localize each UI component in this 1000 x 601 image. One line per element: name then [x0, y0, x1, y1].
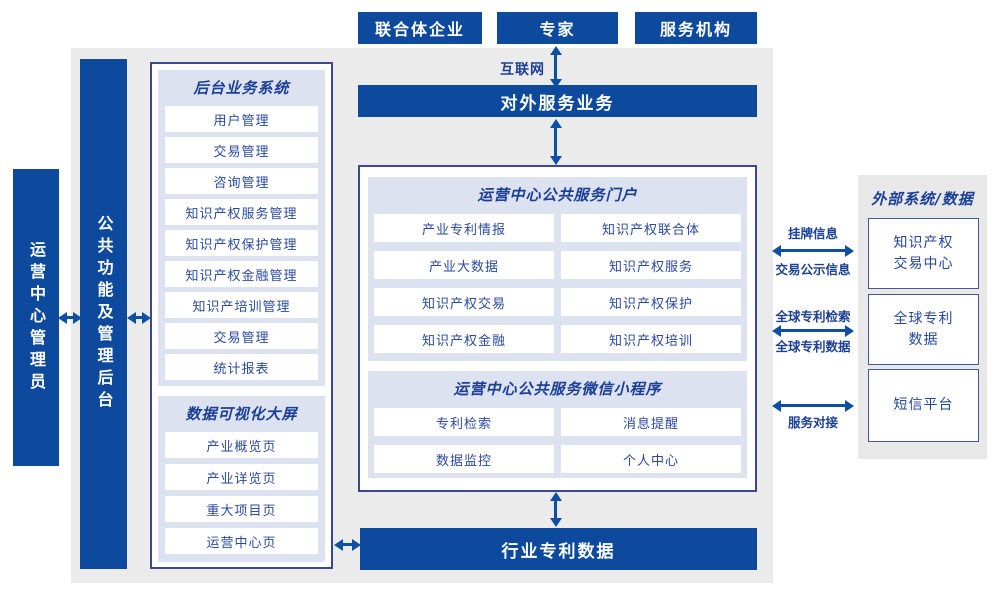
industry-patent-bar: 行业专利数据: [360, 528, 757, 570]
link-label-global-patent-search: 全球专利检索: [775, 309, 851, 324]
operator-label: 运营中心管理员: [27, 240, 46, 395]
portal-item: 知识产权保护: [561, 288, 741, 316]
backend-item: 知识产权服务管理: [165, 199, 318, 225]
dashboard-item: 运营中心页: [165, 528, 318, 554]
miniprogram-panel-title: 运营中心公共服务微信小程序: [453, 380, 662, 398]
dashboard-item: 产业详览页: [165, 464, 318, 490]
external-system-global-patent: 全球专利 数据: [868, 294, 979, 365]
double-arrow-service-portal-icon: [554, 128, 557, 156]
actor-box-agency: 服务机构: [635, 12, 757, 44]
dashboard-panel: 数据可视化大屏 产业概览页 产业详览页 重大项目页 运营中心页: [158, 396, 325, 562]
miniprogram-item: 数据监控: [374, 445, 554, 473]
double-arrow-listing-icon: [781, 249, 845, 252]
backend-item: 统计报表: [165, 354, 318, 380]
portal-panel: 运营中心公共服务门户 产业专利情报 知识产权联合体 产业大数据 知识产权服务 知…: [368, 177, 747, 361]
link-label-listing-info: 挂牌信息: [787, 226, 838, 241]
miniprogram-item: 个人中心: [561, 445, 741, 473]
dashboard-panel-title: 数据可视化大屏: [185, 405, 298, 423]
admin-backend-label: 公共功能及管理后台: [94, 215, 114, 413]
link-label-trade-publicity: 交易公示信息: [775, 262, 851, 277]
backend-item: 知识产权金融管理: [165, 261, 318, 287]
portal-item: 产业大数据: [374, 251, 554, 279]
backend-item: 知识产权保护管理: [165, 230, 318, 256]
actor-label: 服务机构: [659, 20, 732, 39]
portal-item: 知识产权联合体: [561, 214, 741, 242]
link-label-service-connect: 服务对接: [787, 415, 838, 430]
backend-item: 知识产培训管理: [165, 292, 318, 318]
backend-item: 交易管理: [165, 137, 318, 163]
portal-item: 知识产权交易: [374, 288, 554, 316]
portal-item-grid: 产业专利情报 知识产权联合体 产业大数据 知识产权服务 知识产权交易 知识产权保…: [374, 214, 741, 353]
industry-patent-label: 行业专利数据: [501, 541, 616, 562]
portal-item: 知识产权服务: [561, 251, 741, 279]
actor-box-consortium: 联合体企业: [358, 12, 482, 44]
backend-panel-title: 后台业务系统: [193, 79, 290, 97]
double-arrow-dashboard-patent-icon: [343, 543, 352, 546]
actor-label: 联合体企业: [374, 20, 465, 39]
miniprogram-item: 专利检索: [374, 408, 554, 436]
double-arrow-operator-admin-icon: [67, 316, 73, 319]
dashboard-item-list: 产业概览页 产业详览页 重大项目页 运营中心页: [165, 432, 318, 554]
dashboard-item: 重大项目页: [165, 496, 318, 522]
actor-box-expert: 专家: [497, 12, 618, 44]
operator-pillar: 运营中心管理员: [13, 169, 59, 466]
portal-item: 知识产权金融: [374, 325, 554, 353]
double-arrow-internet-icon: [554, 55, 557, 79]
double-arrow-patent-search-icon: [781, 329, 845, 332]
double-arrow-admin-backend-icon: [136, 316, 142, 319]
link-label-global-patent-data: 全球专利数据: [775, 339, 851, 354]
backend-item: 用户管理: [165, 106, 318, 132]
double-arrow-service-connect-icon: [781, 404, 845, 407]
external-system-ip-exchange: 知识产权 交易中心: [868, 218, 979, 289]
backend-item: 咨询管理: [165, 168, 318, 194]
miniprogram-panel: 运营中心公共服务微信小程序 专利检索 消息提醒 数据监控 个人中心: [368, 371, 747, 478]
backend-panel: 后台业务系统 用户管理 交易管理 咨询管理 知识产权服务管理 知识产权保护管理 …: [158, 70, 325, 386]
external-systems-panel: 外部系统/数据 知识产权 交易中心 全球专利 数据 短信平台: [858, 175, 987, 459]
backend-item: 交易管理: [165, 323, 318, 349]
internet-label: 互联网: [500, 62, 545, 78]
portal-item: 知识产权培训: [561, 325, 741, 353]
dashboard-item: 产业概览页: [165, 432, 318, 458]
miniprogram-item: 消息提醒: [561, 408, 741, 436]
portal-panel-title: 运营中心公共服务门户: [477, 186, 638, 204]
admin-backend-pillar: 公共功能及管理后台: [80, 59, 127, 569]
external-systems-title: 外部系统/数据: [871, 190, 974, 208]
portal-item: 产业专利情报: [374, 214, 554, 242]
external-service-bar: 对外服务业务: [358, 85, 757, 117]
backend-item-list: 用户管理 交易管理 咨询管理 知识产权服务管理 知识产权保护管理 知识产权金融管…: [165, 106, 318, 380]
miniprogram-item-grid: 专利检索 消息提醒 数据监控 个人中心: [374, 408, 741, 473]
double-arrow-portal-patent-icon: [554, 501, 557, 518]
external-service-label: 对外服务业务: [500, 93, 615, 114]
actor-label: 专家: [539, 20, 576, 39]
external-system-sms: 短信平台: [868, 369, 979, 442]
